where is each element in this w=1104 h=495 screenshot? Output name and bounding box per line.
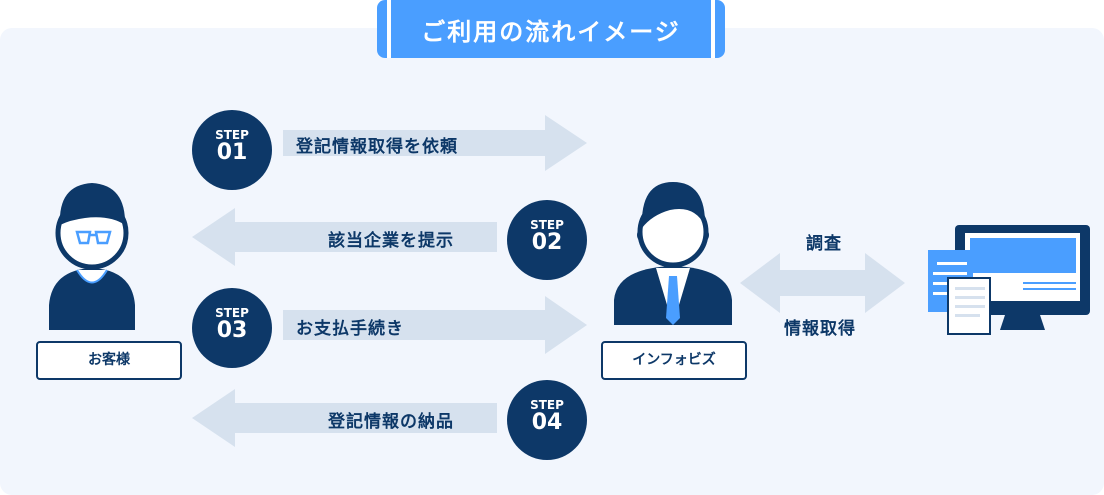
arrow-right-step1 <box>283 115 587 171</box>
step-03-label: お支払手続き <box>296 319 404 339</box>
page-title: ご利用の流れイメージ <box>421 18 681 46</box>
research-label: 調査 <box>806 234 842 254</box>
title-banner: ご利用の流れイメージ <box>377 0 725 58</box>
staff-icon <box>614 182 732 325</box>
double-arrow <box>740 253 905 313</box>
customer-icon <box>49 183 135 330</box>
step-04-label: 登記情報の納品 <box>328 412 454 432</box>
step-02-label: 該当企業を提示 <box>328 231 454 251</box>
arrow-right-step3 <box>283 296 587 354</box>
step-01-label: 登記情報取得を依頼 <box>296 137 458 157</box>
arrow-left-step2 <box>192 208 497 266</box>
monitor-icon <box>928 225 1090 335</box>
company-label: インフォビズ <box>601 341 747 380</box>
arrow-left-step4 <box>192 389 497 447</box>
customer-label: お客様 <box>36 341 182 380</box>
info-acquisition-label: 情報取得 <box>784 319 856 339</box>
